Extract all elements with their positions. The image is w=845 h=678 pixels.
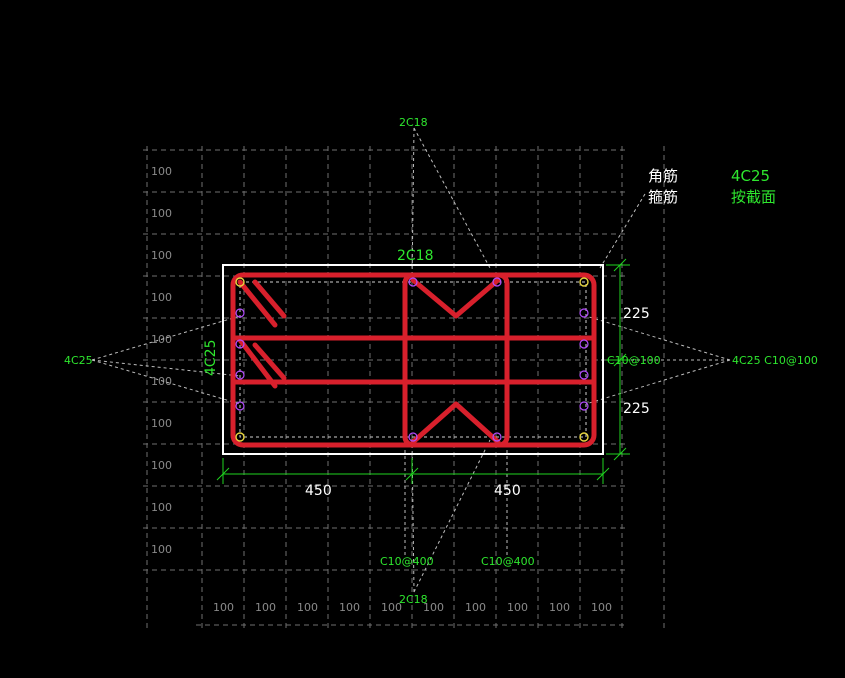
grid-column-label: 100 <box>297 601 318 614</box>
left-bars-dim-label: 4C25 <box>203 340 219 377</box>
height-dim-bottom: 225 <box>623 401 650 417</box>
corner-bar <box>235 277 245 287</box>
side-bar <box>235 401 245 411</box>
grid-row-label: 100 <box>151 459 172 472</box>
grid-row-label: 100 <box>151 417 172 430</box>
side-bar <box>579 370 589 380</box>
grid-column-label: 100 <box>381 601 402 614</box>
legend-corner-label: 角筋 <box>648 167 678 185</box>
grid-column-label: 100 <box>213 601 234 614</box>
stirrups <box>230 272 597 448</box>
height-dim-top: 225 <box>623 306 650 322</box>
hook-tail-1 <box>237 279 278 328</box>
grid-row-label: 100 <box>151 165 172 178</box>
corner-bar <box>579 277 589 287</box>
grid-row-label: 100 <box>151 207 172 220</box>
bottom-stirrup-left-label: C10@400 <box>380 555 434 568</box>
bottom-bars-leader-label: 2C18 <box>399 593 428 606</box>
grid-column-label: 100 <box>507 601 528 614</box>
grid-column-label: 100 <box>255 601 276 614</box>
side-bar <box>492 432 502 442</box>
grid-row-label: 100 <box>151 543 172 556</box>
grid-column-label: 100 <box>423 601 444 614</box>
legend-corner-value: 4C25 <box>731 167 770 185</box>
hook-tail-2 <box>252 279 287 319</box>
right-bars-leader-label: 4C25 C10@100 <box>732 354 818 367</box>
column-section-outline <box>222 264 604 455</box>
side-bar <box>492 277 502 287</box>
grid-column-label: 100 <box>591 601 612 614</box>
top-hook <box>410 277 501 319</box>
bottom-stirrup-right-label: C10@400 <box>481 555 535 568</box>
width-dim-right: 450 <box>494 483 521 499</box>
side-bar <box>235 370 245 380</box>
inner-stirrup <box>402 272 510 448</box>
top-bars-leader-label: 2C18 <box>399 116 428 129</box>
width-dim-left: 450 <box>305 483 332 499</box>
hook-tail-4 <box>252 342 287 381</box>
longitudinal-bars <box>235 277 589 442</box>
grid-column-label: 100 <box>465 601 486 614</box>
left-bars-leader-label: 4C25 <box>64 354 93 367</box>
grid-spacing-labels: 100 100 100 100 100 100 100 100 100 100 100 100 100 1… <box>151 165 612 614</box>
reference-grid <box>143 146 665 630</box>
grid-column-label: 100 <box>339 601 360 614</box>
side-bar <box>579 339 589 349</box>
side-bar <box>579 401 589 411</box>
grid-row-label: 100 <box>151 501 172 514</box>
side-bar <box>408 432 418 442</box>
grid-row-label: 100 <box>151 375 172 388</box>
annotations: 2C18 2C18 2C18 4C25 4C25 4C25 C10@100 C1… <box>64 116 818 606</box>
side-bar <box>579 308 589 318</box>
side-bar <box>235 308 245 318</box>
side-bar <box>408 277 418 287</box>
bottom-hook <box>410 401 501 445</box>
dimension-lines <box>216 258 630 484</box>
legend-stirrup-label: 箍筋 <box>648 188 678 206</box>
corner-bar <box>579 432 589 442</box>
hook-tail-3 <box>237 337 278 389</box>
cover-line <box>239 281 587 438</box>
grid-row-label: 100 <box>151 291 172 304</box>
grid-column-label: 100 <box>549 601 570 614</box>
corner-bar <box>235 432 245 442</box>
side-bar <box>235 339 245 349</box>
top-bars-dim-label: 2C18 <box>397 248 434 264</box>
right-stirrup-label: C10@100 <box>607 354 661 367</box>
legend-stirrup-value: 按截面 <box>731 188 776 206</box>
grid-row-label: 100 <box>151 249 172 262</box>
